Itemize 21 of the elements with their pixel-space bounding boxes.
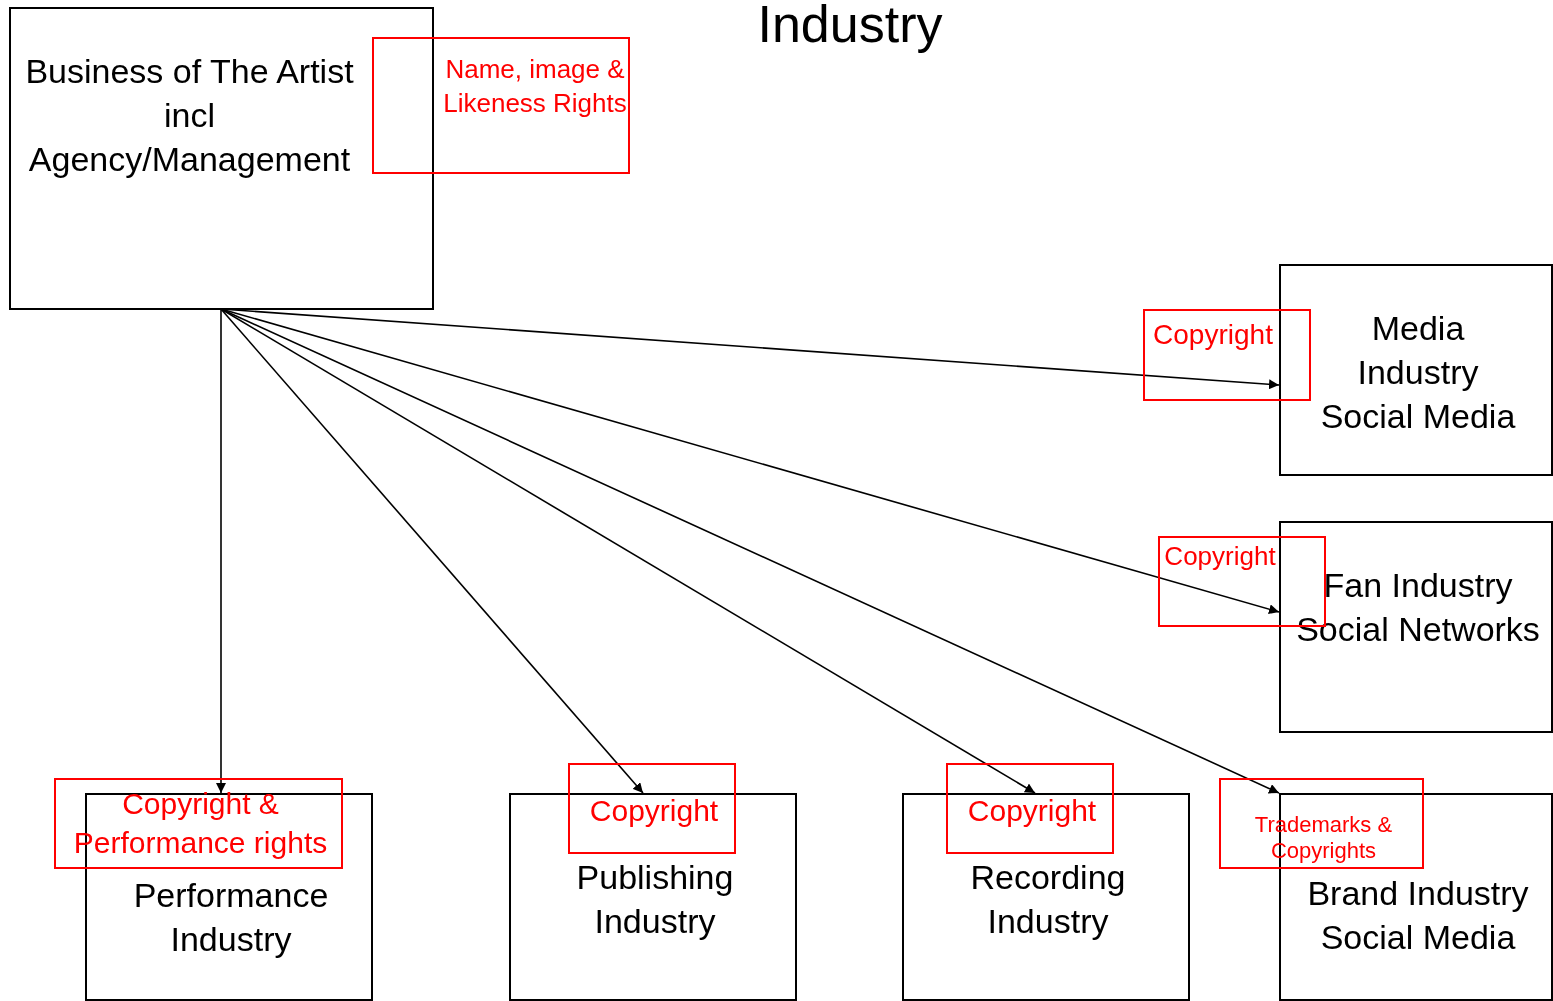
node-label: Media Industry Social Media (1319, 308, 1517, 438)
edge-label: Copyright (588, 793, 720, 829)
rights-label: Name, image & Likeness Rights (442, 53, 628, 120)
edge-label: Copyright (966, 793, 1098, 829)
industry-box (902, 793, 1190, 1001)
industry-box (509, 793, 797, 1001)
title: Industry (756, 0, 944, 54)
industry-box (1279, 521, 1553, 733)
edge-label: Copyright (1163, 540, 1277, 573)
industry-box (1279, 264, 1553, 476)
edge-label: Copyright (1152, 318, 1274, 352)
rights-box (372, 37, 630, 174)
node-label: Recording Industry (969, 857, 1127, 943)
node-label: Performance Industry (132, 875, 330, 961)
node-label: Brand Industry Social Media (1306, 873, 1530, 959)
arrow (220, 308, 644, 794)
node-label: Business of The Artist incl Agency/Management (24, 51, 355, 181)
node-label: Fan Industry Social Networks (1295, 565, 1541, 651)
industry-box (9, 7, 434, 310)
arrow (216, 308, 226, 794)
node-label: Publishing Industry (575, 857, 735, 943)
